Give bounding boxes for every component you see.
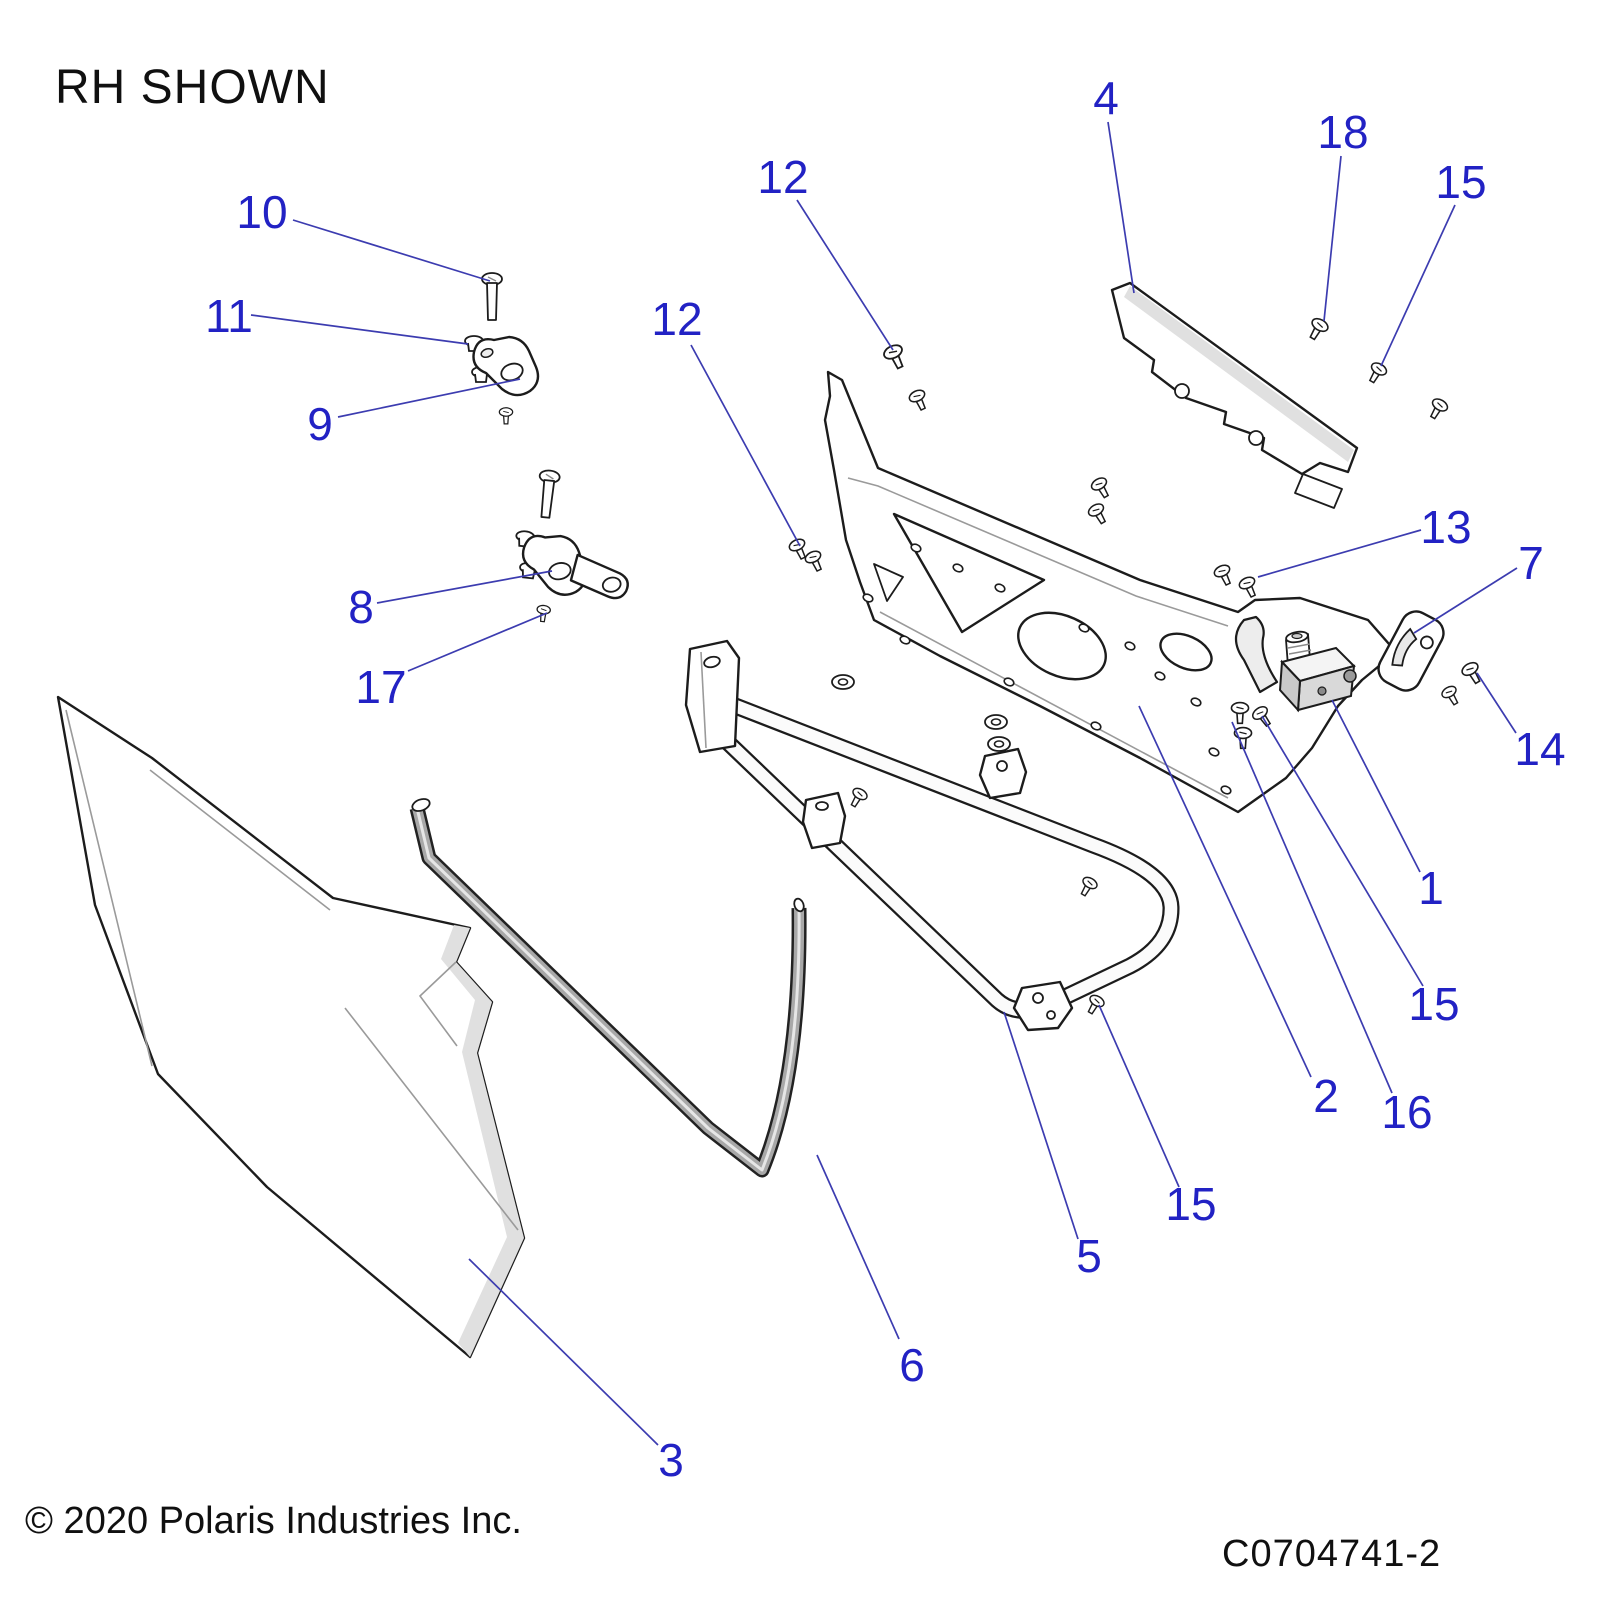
upper-hinge-part [464,272,540,425]
screw-14 [1459,659,1486,688]
callout-10: 10 [236,186,288,238]
washer [831,674,855,690]
washer [984,714,1008,730]
screw [1085,500,1111,528]
callout-5: 5 [1076,1230,1102,1282]
screw [802,548,828,575]
frame-foot-bracket [1012,980,1074,1032]
door-frame-tube-part [684,639,1180,1032]
callout-2: 2 [1313,1070,1339,1122]
lower-hinge-part [514,469,629,623]
frame-right-bracket [978,747,1028,800]
frame-mid-bracket [801,791,847,850]
hinge-screw [535,604,552,623]
callout-11: 11 [205,290,253,342]
callout-8: 8 [348,581,374,633]
screw [845,785,870,811]
screw [906,387,932,414]
leader-lines [250,121,1518,1446]
screw-13 [1236,574,1262,601]
callout-1: 1 [1418,862,1444,914]
screw-18 [1304,315,1331,344]
door-outer-panel-part [56,695,526,1359]
drawing-number: C0704741-2 [1222,1533,1442,1575]
screw-13 [1211,562,1237,589]
screw-12 [880,341,910,373]
callout-12-b: 12 [651,293,703,345]
latch-assembly-part [1234,615,1357,713]
callout-15-b: 15 [1408,978,1460,1030]
callout-12-a: 12 [757,151,809,203]
screw-15 [1364,359,1390,387]
page-title: RH SHOWN [55,61,330,114]
callout-18: 18 [1317,106,1369,158]
striker-plate-part [1377,610,1445,692]
callout-3: 3 [658,1434,684,1486]
callout-14: 14 [1514,723,1566,775]
screw [1425,395,1451,423]
callout-6: 6 [899,1339,925,1391]
panel-window-cutout [892,512,1046,634]
callout-17: 17 [355,661,407,713]
door-inner-panel-part [823,370,1398,814]
upper-door-trim-part [1110,281,1359,509]
callout-4: 4 [1093,72,1119,124]
callout-16: 16 [1381,1086,1433,1138]
hinge-screw [498,407,514,425]
callout-13: 13 [1420,501,1472,553]
frame-upper-bracket [684,639,741,754]
screw [1088,474,1114,502]
washer [987,736,1011,752]
callout-15-c: 15 [1165,1178,1217,1230]
callout-15-a: 15 [1435,156,1487,208]
callout-9: 9 [307,398,333,450]
screw [1075,874,1100,900]
callout-7: 7 [1518,537,1544,589]
screw [1439,683,1464,709]
door-seal-part [409,798,807,1178]
copyright-text: © 2020 Polaris Industries Inc. [25,1500,522,1542]
